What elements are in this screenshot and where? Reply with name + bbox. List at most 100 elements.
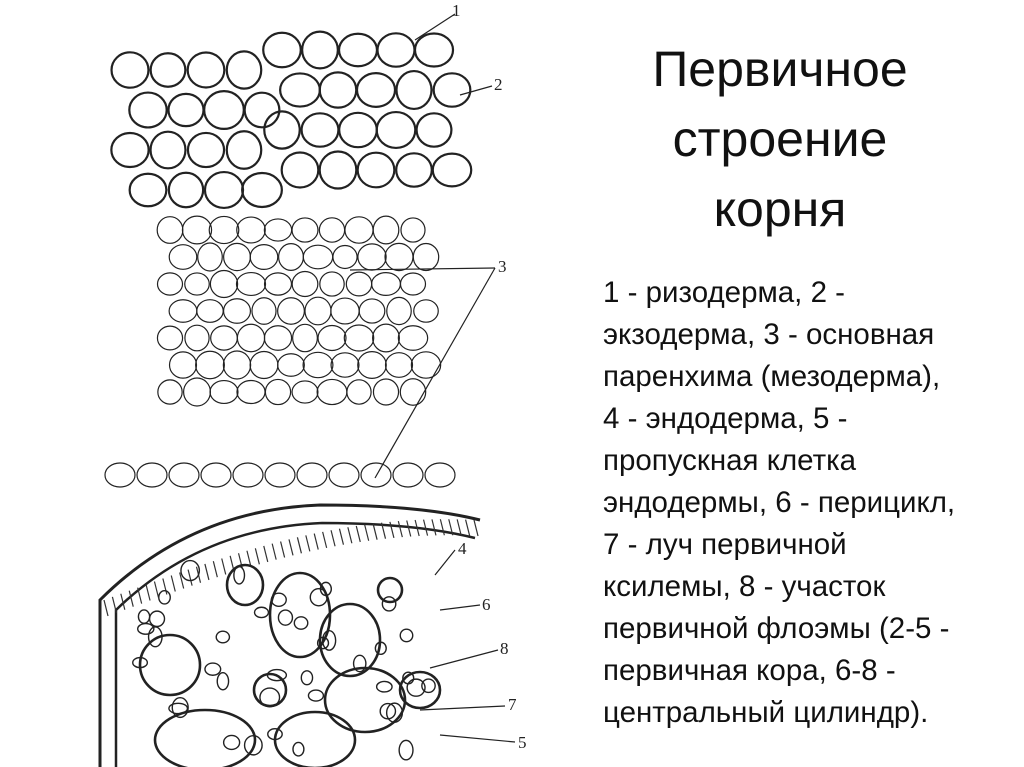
cell — [263, 218, 293, 242]
cell — [110, 131, 150, 169]
cell — [263, 325, 293, 351]
cell — [424, 462, 456, 488]
cell — [251, 297, 277, 325]
cell — [204, 662, 222, 676]
title-line: Первичное — [652, 41, 908, 97]
cell — [156, 325, 184, 351]
central-cylinder — [98, 503, 481, 767]
cell — [200, 462, 232, 488]
cell — [263, 272, 293, 296]
cell — [357, 243, 387, 271]
cell — [376, 32, 416, 68]
cell — [168, 462, 200, 488]
legend-line: 7 - луч первичной — [603, 528, 847, 561]
cell — [343, 324, 375, 352]
cell — [330, 297, 360, 325]
cell — [432, 72, 472, 108]
cell — [395, 152, 433, 188]
cell — [381, 596, 397, 612]
cell — [318, 71, 358, 109]
cell — [372, 378, 400, 406]
cell — [277, 297, 305, 325]
cell — [397, 325, 429, 351]
cell — [132, 656, 149, 669]
diagram-label-6: 6 — [482, 595, 491, 614]
cell — [264, 378, 292, 406]
cell — [266, 668, 288, 682]
xylem-vessels — [132, 559, 442, 767]
diagram-label-5: 5 — [518, 733, 527, 752]
cell — [410, 351, 442, 379]
cell — [137, 609, 151, 624]
cell — [223, 242, 251, 272]
cell — [372, 323, 400, 353]
cell — [264, 462, 296, 488]
cell — [399, 628, 414, 643]
cell — [384, 352, 414, 378]
cell — [110, 51, 150, 89]
legend-text: 1 - ризодерма, 2 - экзодерма, 3 - основн… — [603, 272, 1023, 734]
cell — [168, 299, 198, 323]
cell — [171, 697, 189, 719]
cell — [232, 462, 264, 488]
cell — [225, 130, 263, 170]
cell — [302, 244, 334, 270]
cell — [138, 633, 202, 697]
cell — [263, 110, 301, 150]
slide-title: Первичное строение корня — [560, 34, 1000, 244]
cell — [252, 672, 288, 708]
cell — [167, 171, 205, 209]
cell — [328, 462, 360, 488]
cell — [280, 151, 320, 189]
cell — [184, 324, 210, 352]
cell — [338, 111, 378, 149]
cell — [291, 380, 319, 404]
cell — [168, 351, 198, 379]
cell — [431, 152, 473, 188]
cell — [319, 271, 345, 297]
cell — [236, 216, 266, 244]
cell — [128, 172, 168, 208]
cell — [215, 630, 231, 644]
cell — [186, 51, 226, 89]
cell — [267, 728, 283, 741]
cell — [293, 616, 309, 630]
root-cross-section-diagram: 1 2 3 4 6 8 7 5 — [98, 1, 527, 767]
cell — [374, 641, 387, 656]
parenchyma-cells — [104, 215, 456, 488]
cell — [386, 296, 412, 326]
cell — [262, 31, 302, 69]
cell — [104, 462, 136, 488]
cell — [399, 378, 427, 406]
cell — [352, 654, 367, 673]
cell — [291, 217, 319, 243]
cell — [241, 171, 283, 209]
cell — [186, 131, 226, 169]
cell — [210, 325, 238, 351]
endodermis-outer-line — [98, 503, 481, 767]
cell — [371, 271, 401, 297]
legend-line: первичная кора, 6-8 - — [603, 654, 896, 687]
cell — [277, 353, 305, 377]
cell — [301, 30, 339, 70]
legend-line: 4 - эндодерма, 5 - — [603, 402, 848, 435]
cell — [302, 351, 334, 379]
cell — [406, 678, 426, 697]
cell — [270, 592, 287, 607]
cell — [337, 32, 379, 68]
cell — [304, 296, 332, 326]
cell — [372, 215, 400, 245]
cell — [385, 702, 404, 723]
cell — [236, 379, 266, 405]
cell — [316, 378, 348, 406]
cell — [128, 91, 168, 129]
cell — [413, 299, 439, 323]
cell — [222, 734, 241, 751]
cell — [384, 242, 414, 272]
legend-line: паренхима (мезодерма), — [603, 360, 941, 393]
cell — [136, 462, 168, 488]
cell — [249, 350, 279, 380]
cell — [153, 708, 257, 767]
cell — [375, 680, 393, 693]
cell — [296, 462, 328, 488]
